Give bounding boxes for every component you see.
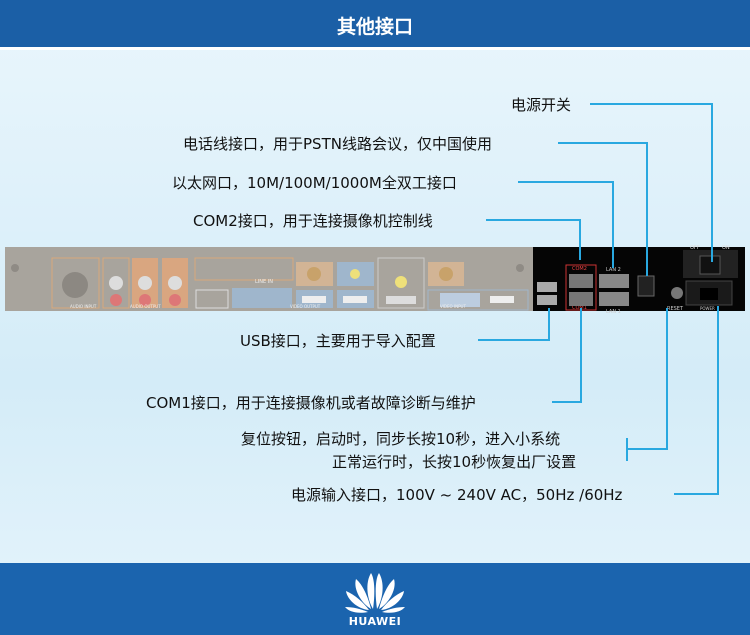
callout-lines (478, 103, 719, 495)
brand-name: HUAWEI (348, 615, 402, 628)
lan2-port (599, 274, 629, 288)
huawei-logo-icon (345, 573, 405, 613)
label-usb: USB接口，主要用于导入配置 (240, 332, 436, 350)
mic-port (195, 289, 229, 309)
usb-port-1 (537, 282, 557, 292)
header-bar: 其他接口 (0, 0, 750, 50)
label-ethernet: 以太网口，10M/100M/1000M全双工接口 (172, 174, 457, 192)
svg-text:POWER: POWER (700, 306, 715, 311)
com1-port (569, 292, 593, 306)
footer-bar: HUAWEI (0, 563, 750, 635)
audio-input-xlr (51, 257, 100, 309)
reset-button (671, 287, 683, 299)
usb-port-2 (537, 295, 557, 305)
vga-output (232, 288, 292, 308)
label-com2: COM2接口，用于连接摄像机控制线 (193, 212, 433, 230)
com2-port (569, 274, 593, 288)
lan1-port (599, 292, 629, 306)
svg-text:LAN 2: LAN 2 (606, 267, 621, 273)
svg-text:COM2: COM2 (572, 266, 587, 272)
svg-text:RESET: RESET (667, 306, 684, 312)
page-title: 其他接口 (336, 16, 413, 38)
label-reset-2: 正常运行时，长按10秒恢复出厂设置 (332, 453, 577, 471)
svg-text:VIDEO INPUT: VIDEO INPUT (440, 304, 466, 309)
svg-text:VIDEO OUTPUT: VIDEO OUTPUT (290, 304, 321, 309)
phone-port (637, 275, 655, 297)
label-reset-1: 复位按钮，启动时，同步长按10秒，进入小系统 (241, 430, 561, 448)
label-power-switch: 电源开关 (511, 96, 572, 114)
svg-text:LAN 1: LAN 1 (606, 309, 621, 315)
svg-text:ON: ON (722, 245, 730, 251)
line-in-label: LINE IN (255, 279, 273, 285)
label-com1: COM1接口，用于连接摄像机或者故障诊断与维护 (146, 394, 476, 412)
svg-text:COM1: COM1 (572, 305, 587, 311)
label-power-input: 电源输入接口，100V ~ 240V AC，50Hz /60Hz (291, 486, 623, 504)
svg-text:OFF: OFF (690, 245, 700, 251)
svg-text:AUDIO OUTPUT: AUDIO OUTPUT (130, 304, 161, 309)
label-phone-port: 电话线接口，用于PSTN线路会议，仅中国使用 (183, 135, 492, 153)
svg-text:AUDIO INPUT: AUDIO INPUT (70, 304, 97, 309)
